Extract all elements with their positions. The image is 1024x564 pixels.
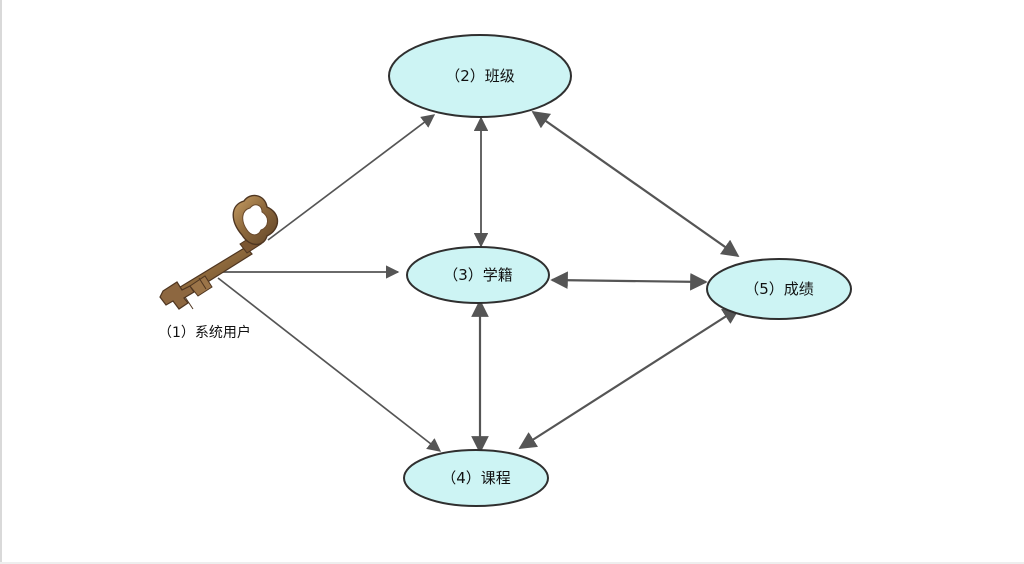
left-edge-rule bbox=[0, 0, 2, 564]
edge-status-grades bbox=[550, 271, 708, 291]
node-status-label: （3）学籍 bbox=[443, 266, 513, 284]
edge-grades-course bbox=[518, 307, 741, 449]
key-icon bbox=[159, 194, 279, 310]
user-key-illustration: （1）系统用户 bbox=[158, 194, 279, 341]
node-grades-label: （5）成绩 bbox=[744, 280, 814, 298]
node-status-shape bbox=[406, 246, 550, 304]
node-grades: （5）成绩 bbox=[706, 258, 852, 320]
node-status: （3）学籍 bbox=[406, 246, 550, 304]
node-class-shape bbox=[388, 34, 572, 118]
user-label: （1）系统用户 bbox=[158, 324, 251, 341]
node-class: （2）班级 bbox=[388, 34, 572, 118]
node-class-label: （2）班级 bbox=[445, 67, 515, 85]
edge-class-grades bbox=[531, 110, 740, 258]
bottom-edge-rule bbox=[0, 562, 1024, 564]
node-grades-shape bbox=[706, 258, 852, 320]
node-course-shape bbox=[403, 449, 549, 507]
node-course: （4）课程 bbox=[403, 449, 549, 507]
edge-user-to-course bbox=[217, 277, 442, 452]
node-course-label: （4）课程 bbox=[441, 469, 511, 487]
edge-user-to-class bbox=[267, 114, 436, 241]
